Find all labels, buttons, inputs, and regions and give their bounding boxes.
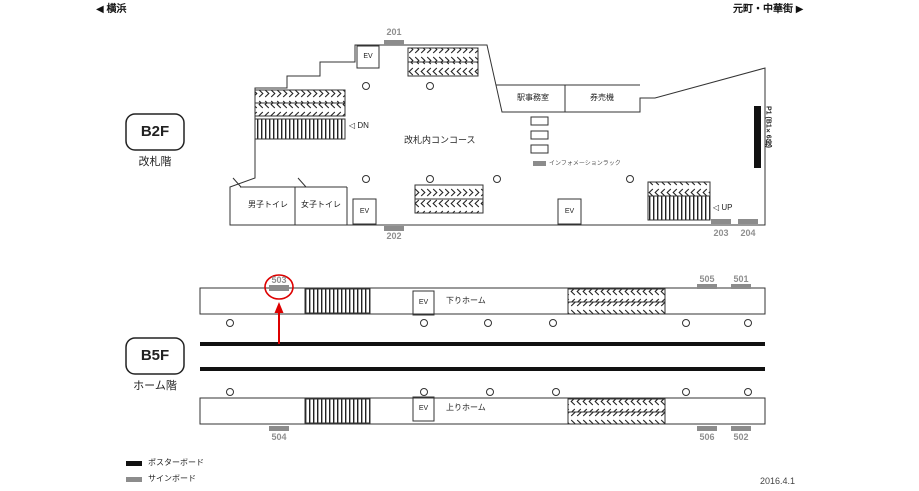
ev-box-b5f-upper: [412, 290, 435, 316]
ev-box-b2f-bottom-mid: [557, 198, 582, 225]
signboard-503: [269, 285, 289, 291]
pillar-circle: [682, 319, 690, 327]
b5f-lower-stairs: [304, 398, 371, 424]
b2f-office-walls: [496, 84, 640, 112]
mens-toilet-label: 男子トイレ: [248, 200, 288, 209]
board-number-505: 505: [699, 274, 715, 284]
pillar-circle: [420, 388, 428, 396]
pillar-circle: [226, 319, 234, 327]
pillar-circle: [626, 175, 634, 183]
pillar-circle: [426, 82, 434, 90]
b2f-pillars: [362, 82, 634, 183]
b5f-pillars-upper: [226, 319, 752, 327]
legend-sign-swatch: [126, 477, 142, 482]
up-escalator-mark: ◁ UP: [713, 203, 733, 212]
signboard-202: [384, 226, 404, 231]
revision-date: 2016.4.1: [760, 476, 796, 486]
pillar-circle: [426, 175, 434, 183]
board-number-506: 506: [699, 432, 715, 442]
pillar-circle: [493, 175, 501, 183]
signboard-505: [697, 284, 717, 289]
pillar-circle: [420, 319, 428, 327]
b5f-pillars-lower: [226, 388, 752, 396]
direction-left: ◀ 横浜: [96, 4, 127, 15]
b5f-lower-escalator: [567, 398, 666, 425]
info-rack-boxes: [530, 116, 549, 154]
elevator-boxes: [352, 45, 582, 422]
ev-label-b2f-top: EV: [363, 53, 373, 60]
signboard-501: [731, 284, 751, 289]
ev-label-b2f-bottom-left: EV: [359, 208, 370, 215]
womens-toilet-label: 女子トイレ: [301, 200, 341, 209]
board-number-201: 201: [386, 27, 402, 37]
board-number-204: 204: [740, 228, 756, 238]
b2f-escalator-dn: [254, 89, 346, 140]
station-office-label: 駅事務室: [517, 93, 549, 102]
ticket-machines-label: 券売機: [590, 93, 614, 102]
up-platform-label: 上りホーム: [446, 403, 486, 412]
signboard-504: [269, 426, 289, 431]
signboard-204: [738, 219, 758, 224]
board-number-503: 503: [271, 275, 287, 285]
b5f-floor-box: [125, 337, 185, 375]
board-number-203: 203: [713, 228, 729, 238]
b2f-escalator-up: [647, 181, 711, 221]
b2f-escalator-top-center: [407, 47, 479, 77]
ev-label-b2f-bottom-mid: EV: [564, 208, 575, 215]
pillar-circle: [744, 388, 752, 396]
legend-poster-label: ポスターボード: [148, 458, 204, 467]
direction-right: 元町・中華街 ▶: [733, 4, 804, 15]
signboard-203: [711, 219, 731, 224]
signboard-201: [384, 40, 404, 45]
concourse-label: 改札内コンコース: [404, 135, 476, 145]
info-rack-label: インフォメーションラック: [549, 161, 621, 167]
b2f-outline: [229, 44, 766, 226]
b5f-lower-platform: [199, 397, 766, 425]
ev-label-b5f-lower: EV: [418, 405, 429, 412]
pillar-circle: [486, 388, 494, 396]
pillar-circle: [549, 319, 557, 327]
highlight-503: [264, 274, 294, 344]
b2f-floor-caption: 改札階: [138, 156, 172, 168]
p1-board: [754, 106, 761, 168]
ev-box-b2f-bottom-left: [352, 198, 377, 225]
b2f-floor-label: B2F: [140, 123, 170, 140]
legend-sign-label: サインボード: [148, 474, 196, 483]
b5f-upper-escalator: [567, 288, 666, 315]
ev-box-b5f-lower: [412, 396, 435, 422]
down-escalator-mark: ◁ DN: [349, 121, 369, 130]
b5f-upper-stairs: [304, 288, 371, 314]
b2f-toilet-walls: [232, 177, 348, 225]
board-number-501: 501: [733, 274, 749, 284]
pillar-circle: [362, 175, 370, 183]
signboard-inforack: [533, 161, 546, 166]
highlight-circle: [264, 274, 294, 300]
b5f-floor-label: B5F: [140, 347, 170, 364]
p1-board-label: P1 (B1×6段): [764, 106, 772, 149]
b5f-floor-caption: ホーム階: [133, 380, 177, 392]
board-number-504: 504: [271, 432, 287, 442]
signboards: [269, 40, 758, 431]
board-number-202: 202: [386, 231, 402, 241]
pillar-circle: [682, 388, 690, 396]
pillar-circle: [552, 388, 560, 396]
track-line-upper: [200, 342, 765, 346]
pillar-circle: [484, 319, 492, 327]
pillar-circle: [226, 388, 234, 396]
pillar-circle: [744, 319, 752, 327]
down-platform-label: 下りホーム: [446, 296, 486, 305]
signboard-506: [697, 426, 717, 431]
track-line-lower: [200, 367, 765, 371]
b5f-upper-platform: [199, 287, 766, 315]
board-number-502: 502: [733, 432, 749, 442]
b2f-floor-box: [125, 113, 185, 151]
highlight-arrow-head: [274, 302, 284, 313]
b2f-escalator-center-bottom: [414, 184, 484, 214]
signboard-502: [731, 426, 751, 431]
legend-poster-swatch: [126, 461, 142, 466]
ev-box-b2f-top: [356, 45, 380, 69]
ev-label-b5f-upper: EV: [418, 299, 429, 306]
pillar-circle: [362, 82, 370, 90]
